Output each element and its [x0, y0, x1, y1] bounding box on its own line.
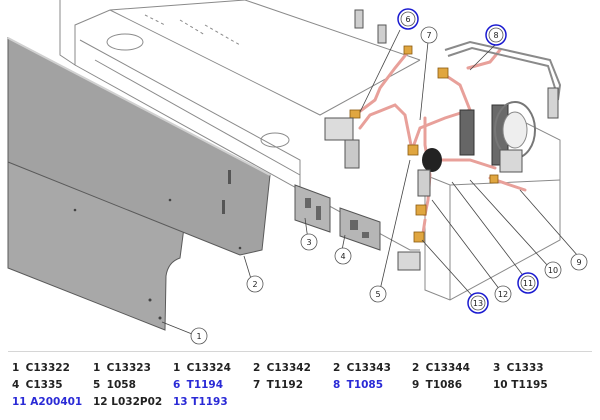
parts-legend: 1 C13322 1 C13323 1 C13324 2 C13342 2 C1… — [0, 360, 600, 416]
front-panel-upper — [7, 37, 271, 256]
callout-8-label: 8 — [493, 31, 498, 40]
tank-housing — [424, 119, 561, 301]
part-entry: 4 C1335 — [12, 379, 63, 391]
callout-3-label: 3 — [306, 238, 311, 247]
callout-13[interactable]: 13 — [467, 292, 489, 314]
part-link[interactable]: 6 T1194 — [173, 379, 224, 391]
part-entry: 7 T1192 — [253, 379, 304, 391]
callout-12[interactable]: 12 — [494, 285, 512, 303]
callout-4[interactable]: 4 — [334, 247, 352, 265]
callout-5-label: 5 — [375, 290, 380, 299]
part-entry: 2 C13344 — [412, 362, 470, 374]
part-entry: 9 T1086 — [412, 379, 463, 391]
part-entry: 3 C1333 — [493, 362, 544, 374]
part-entry: 10 T1195 — [493, 379, 548, 391]
callout-9-label: 9 — [576, 258, 581, 267]
callout-7-label: 7 — [426, 31, 431, 40]
callout-1[interactable]: 1 — [190, 327, 208, 345]
callout-9[interactable]: 9 — [570, 253, 588, 271]
part-link[interactable]: 11 A200401 — [12, 396, 83, 408]
grey-tubing — [444, 40, 562, 101]
part-entry: 1 C13323 — [93, 362, 151, 374]
exploded-parts-diagram: 1 2 3 4 5 6 7 8 9 10 11 — [7, 0, 588, 345]
callout-3[interactable]: 3 — [300, 233, 318, 251]
legend-divider — [8, 351, 592, 352]
mounting-bracket-3 — [294, 184, 331, 233]
callout-12-label: 12 — [498, 290, 508, 299]
callout-10-label: 10 — [548, 266, 558, 275]
callout-2[interactable]: 2 — [246, 275, 264, 293]
callout-5[interactable]: 5 — [369, 285, 387, 303]
part-entry: 2 C13343 — [333, 362, 391, 374]
callout-8[interactable]: 8 — [485, 24, 507, 46]
callout-1-label: 1 — [196, 332, 201, 341]
part-link[interactable]: 8 T1085 — [333, 379, 384, 391]
part-link[interactable]: 13 T1193 — [173, 396, 228, 408]
callout-11[interactable]: 11 — [517, 272, 539, 294]
callout-4-label: 4 — [340, 252, 345, 261]
callout-11-label: 11 — [523, 279, 533, 288]
regulators-and-valves — [324, 9, 559, 271]
callout-10[interactable]: 10 — [544, 261, 562, 279]
callout-6-label: 6 — [405, 15, 410, 24]
part-entry: 1 C13324 — [173, 362, 231, 374]
callout-6[interactable]: 6 — [397, 8, 419, 30]
callout-13-label: 13 — [473, 299, 483, 308]
part-entry: 5 1058 — [93, 379, 136, 391]
brass-fittings — [349, 45, 499, 243]
mounting-bracket-4 — [339, 207, 381, 251]
part-entry: 1 C13322 — [12, 362, 70, 374]
part-entry: 2 C13342 — [253, 362, 311, 374]
callout-2-label: 2 — [252, 280, 257, 289]
part-entry: 12 L032P02 — [93, 396, 163, 408]
callout-7[interactable]: 7 — [420, 26, 438, 44]
